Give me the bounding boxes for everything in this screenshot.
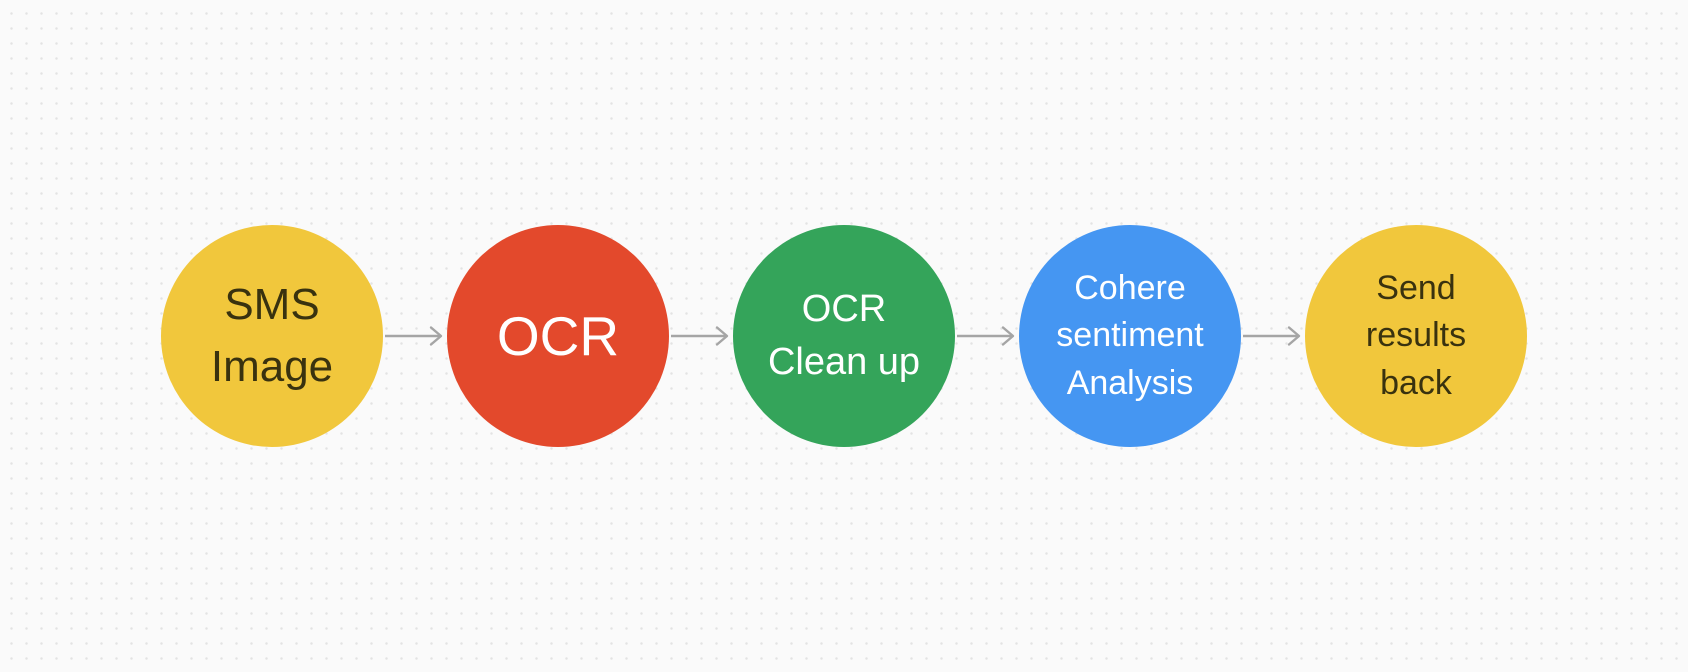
- flow-arrow-icon[interactable]: [1241, 323, 1305, 349]
- node-label-line: back: [1380, 363, 1452, 402]
- flow-arrow-icon[interactable]: [955, 323, 1019, 349]
- node-label-line: Clean up: [767, 341, 921, 383]
- flow-node-sms-image[interactable]: SMS Image: [161, 225, 383, 447]
- flow-node-ocr-clean-up[interactable]: OCR Clean up: [733, 225, 955, 447]
- flowchart: SMS Image OCR OCR Clean up Coher: [161, 225, 1527, 447]
- node-label-line: OCR: [496, 304, 620, 367]
- node-label-line: Send: [1376, 268, 1456, 307]
- node-label-line: Analysis: [1066, 363, 1194, 402]
- flow-arrow-icon[interactable]: [383, 323, 447, 349]
- node-label-line: OCR: [801, 287, 887, 330]
- node-label-line: Cohere: [1074, 268, 1186, 307]
- flow-arrow-icon[interactable]: [669, 323, 733, 349]
- node-label-line: SMS: [224, 280, 320, 330]
- flow-node-send-results-back[interactable]: Send results back: [1305, 225, 1527, 447]
- node-label-line: Image: [210, 342, 334, 391]
- flow-node-ocr[interactable]: OCR: [447, 225, 669, 447]
- node-label-line: results: [1365, 316, 1467, 355]
- node-label-line: sentiment: [1056, 316, 1204, 355]
- flow-node-cohere-sentiment-analysis[interactable]: Cohere sentiment Analysis: [1019, 225, 1241, 447]
